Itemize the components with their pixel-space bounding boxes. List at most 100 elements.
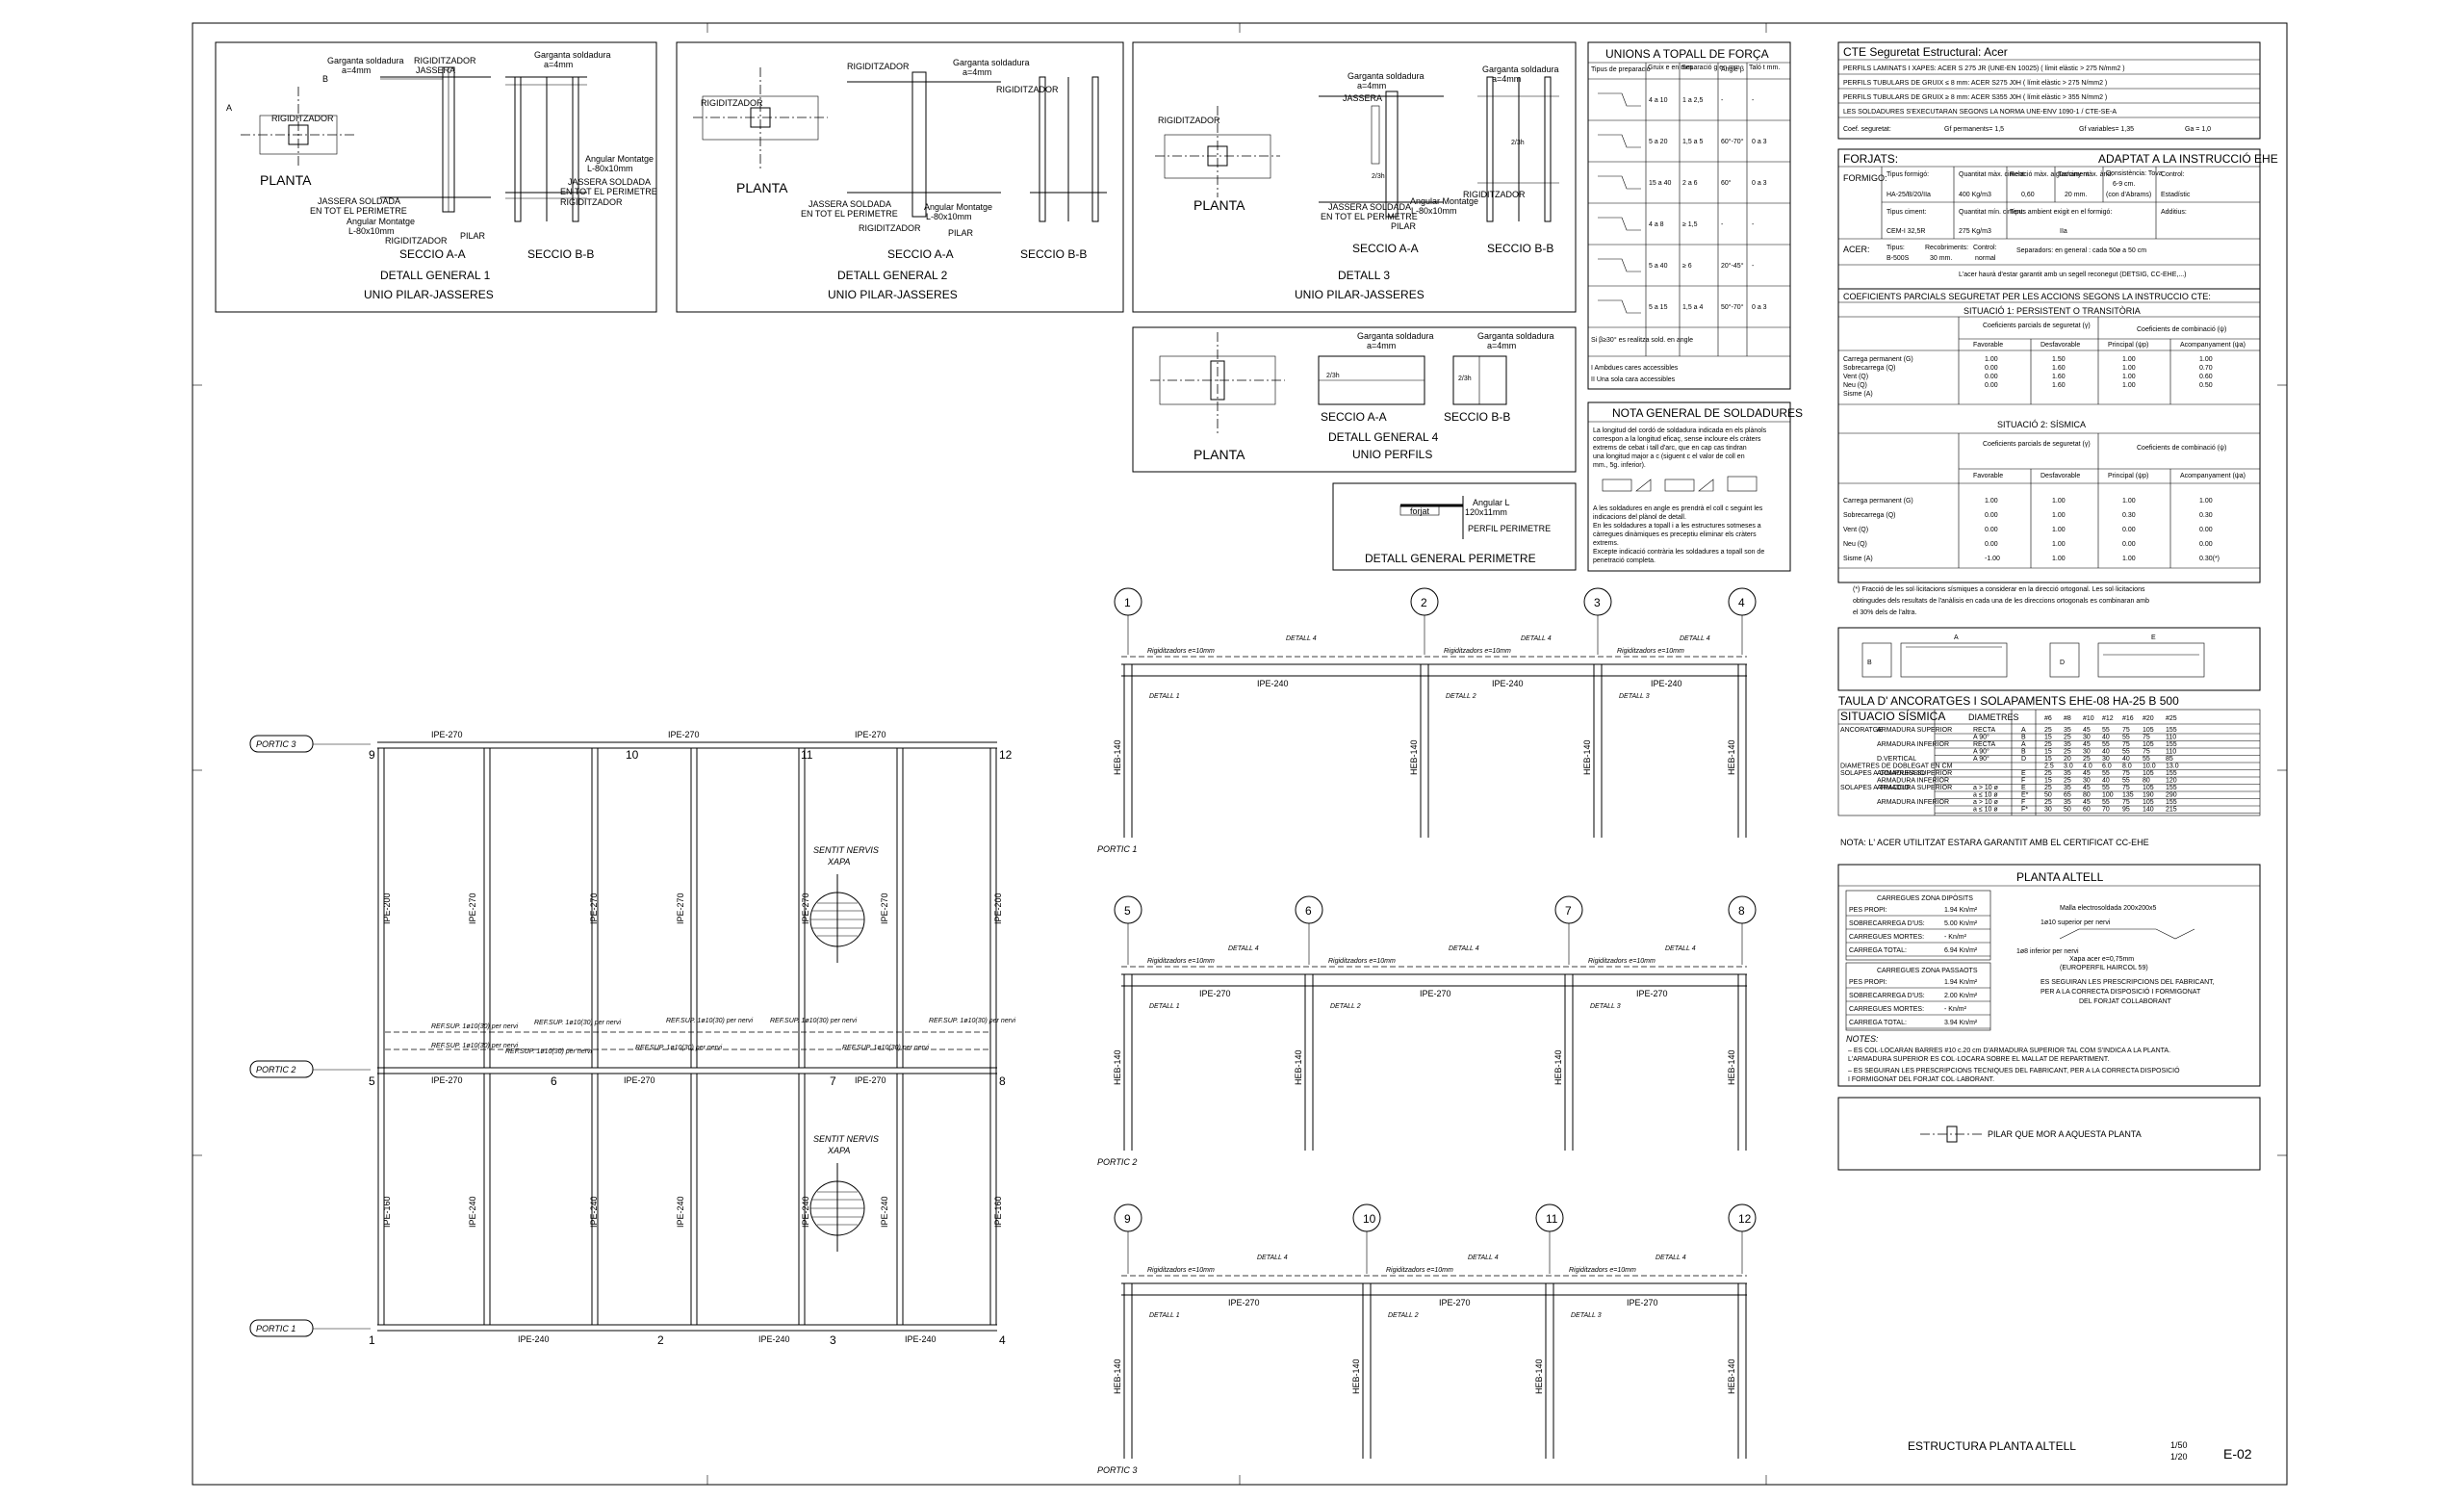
ancoratge-value: 50: [2044, 792, 2052, 799]
svg-text:Separació g en mm.: Separació g en mm.: [1681, 65, 1742, 71]
beam-label: IPE-240: [1492, 679, 1524, 688]
coef-cell: 1.00: [2052, 556, 2066, 562]
svg-text:400 Kg/m3: 400 Kg/m3: [1959, 192, 1991, 198]
ancoratge-value: 75: [2122, 799, 2130, 806]
elevation-e3: 9HEB-14010HEB-14011HEB-14012HEB-140IPE-2…: [1097, 1203, 1757, 1475]
coef-cell: 1.00: [2199, 356, 2213, 363]
weld-prep-sketch: [1598, 217, 1641, 231]
detail-general-4: PLANTA 2/3h Garganta soldadura a=4mm SEC…: [1132, 326, 1577, 473]
svg-text:EN TOT EL PERIMETRE: EN TOT EL PERIMETRE: [560, 187, 657, 196]
ancoratge-value: 70: [2102, 807, 2110, 814]
svg-text:II Una sola cara accessibles: II Una sola cara accessibles: [1591, 376, 1676, 383]
unions-cell: 50°-70°: [1721, 303, 1744, 311]
svg-text:RIGIDITZADOR: RIGIDITZADOR: [1463, 190, 1526, 199]
weld-prep-sketch: [1598, 258, 1641, 272]
ancoratge-value: 45: [2083, 741, 2091, 748]
svg-text:RIGIDITZADOR: RIGIDITZADOR: [1158, 116, 1220, 125]
detall-callout: DETALL 2: [1446, 693, 1476, 700]
ancoratge-type: RECTA: [1973, 741, 1996, 748]
svg-text:120x11mm: 120x11mm: [1465, 507, 1507, 517]
svg-text:1: 1: [369, 1333, 375, 1347]
ancoratge-value: 40: [2102, 778, 2110, 785]
svg-text:PORTIC 2: PORTIC 2: [256, 1065, 295, 1074]
svg-text:SECCIO A-A: SECCIO A-A: [1321, 410, 1387, 424]
svg-text:B-500S: B-500S: [1886, 255, 1910, 262]
unions-cell: 20°-45°: [1721, 262, 1744, 270]
ancoratge-value: 30: [2102, 756, 2110, 763]
load-label: CARREGUES MORTES:: [1849, 1006, 1924, 1013]
unions-cell: 5 a 20: [1649, 139, 1668, 145]
axis-bubble: [1295, 895, 1323, 924]
load-label: CARREGA TOTAL:: [1849, 1020, 1907, 1026]
load-value: 1.94 Kn/m²: [1944, 979, 1978, 986]
svg-text:(con d'Abrams): (con d'Abrams): [2106, 192, 2151, 198]
svg-text:Malla electrosoldada 200x200x5: Malla electrosoldada 200x200x5: [2060, 905, 2157, 912]
ref-label-1: REF.SUP. 1ø10(30) per nervi: [431, 1023, 518, 1030]
axis-label: 2: [1421, 596, 1427, 609]
ancoratge-value: 190: [2143, 792, 2154, 799]
ancoratge-value: 95: [2122, 807, 2130, 814]
svg-text:3: 3: [830, 1333, 836, 1347]
ancoratge-code: E: [2021, 770, 2026, 777]
unions-cell: 2 a 6: [1682, 180, 1698, 187]
svg-text:Angular Montatge: Angular Montatge: [1410, 196, 1478, 206]
svg-text:A: A: [1954, 634, 1959, 641]
cte-box: CTE Seguretat Estructural: Acer PERFILS …: [1837, 41, 2261, 140]
unions-cell: -: [1752, 221, 1755, 228]
planta-altell-title: PLANTA ALTELL: [2016, 870, 2104, 884]
coef-cell: 1.00: [2122, 382, 2136, 389]
coef-cell: 1.00: [1985, 498, 1998, 505]
ancoratge-value: 20: [2064, 756, 2071, 763]
svg-text:Desfavorable: Desfavorable: [2040, 342, 2080, 349]
ancoratge-code: E*: [2021, 792, 2029, 799]
unions-cell: ≥ 1,5: [1682, 221, 1698, 228]
ancoratge-value: 155: [2166, 799, 2177, 806]
plan-column-label: IPE-240: [676, 1196, 685, 1228]
svg-text:Ga = 1,0: Ga = 1,0: [2185, 126, 2211, 133]
rigid-label: Rigiditzadors e=10mm: [1328, 958, 1396, 965]
svg-text:Desfavorable: Desfavorable: [2040, 473, 2080, 479]
load-value: - Kn/m²: [1944, 934, 1967, 941]
svg-text:JASSERA SOLDADA: JASSERA SOLDADA: [808, 199, 891, 209]
svg-text:REF.SUP. 1ø10(30) per nervi: REF.SUP. 1ø10(30) per nervi: [635, 1045, 722, 1051]
svg-text:Angular L: Angular L: [1473, 498, 1510, 507]
svg-text:Garganta soldadura: Garganta soldadura: [1482, 65, 1559, 74]
ancoratge-value: 55: [2143, 756, 2150, 763]
ancoratge-value: 155: [2166, 785, 2177, 791]
column-label: HEB-140: [1553, 1049, 1563, 1085]
beam-label: IPE-240: [1257, 679, 1289, 688]
ancoratge-value: 55: [2102, 770, 2110, 777]
coef-cell: 1.50: [2052, 356, 2066, 363]
unions-cell: ≥ 6: [1682, 263, 1692, 270]
ancoratges-table: BA DE TAULA D' ANCORATGES I SOLAPAMENTS …: [1837, 627, 2261, 847]
ancoratge-value: 25: [2044, 741, 2052, 748]
ancoratge-value: 30: [2083, 735, 2091, 741]
unions-cell: -: [1721, 221, 1724, 228]
svg-text:Coef. seguretat:: Coef. seguretat:: [1843, 126, 1891, 133]
detail-general-1: PLANTA RIGIDITZADOR AB Garganta soldadur…: [215, 41, 657, 313]
detall-callout: DETALL 3: [1571, 1312, 1602, 1319]
ancoratge-value: 15: [2044, 735, 2052, 741]
svg-text:PLANTA: PLANTA: [736, 180, 788, 195]
nota-line: La longitud del cordó de soldadura indic…: [1593, 427, 1767, 434]
ancoratge-armadura: ARMADURA SUPERIOR: [1877, 770, 1952, 777]
svg-text:L-80x10mm: L-80x10mm: [587, 164, 633, 173]
ancoratges-note: NOTA: L' ACER UTILITZAT ESTARA GARANTIT …: [1840, 838, 2149, 847]
svg-text:SECCIO B-B: SECCIO B-B: [1444, 410, 1510, 424]
svg-text:Xapa acer e=0,75mm: Xapa acer e=0,75mm: [2069, 956, 2134, 963]
ancoratge-code: E: [2021, 785, 2026, 791]
column-label: HEB-140: [1727, 739, 1736, 775]
ancoratge-group: SOLAPES A TRACCIO: [1840, 785, 1910, 791]
svg-text:Tamany màx. àrid:: Tamany màx. àrid:: [2058, 171, 2113, 178]
unions-cell: -: [1752, 263, 1755, 270]
ancoratge-value: 85: [2166, 756, 2173, 763]
ancoratge-diameter: #6: [2044, 715, 2052, 722]
svg-text:SECCIO A-A: SECCIO A-A: [887, 247, 954, 261]
coef-cell: 0.00: [2122, 541, 2136, 548]
load-value: 2.00 Kn/m²: [1944, 993, 1978, 999]
svg-text:RIGIDITZADOR: RIGIDITZADOR: [847, 62, 910, 71]
